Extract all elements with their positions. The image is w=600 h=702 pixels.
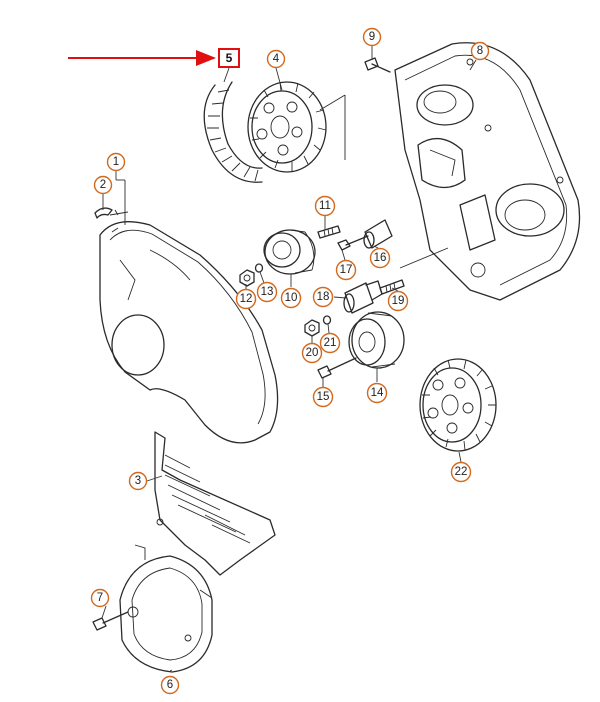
callout-15[interactable]: 15 xyxy=(312,386,334,408)
callout-label-1: 1 xyxy=(113,156,119,168)
callout-21[interactable]: 21 xyxy=(319,332,341,354)
spacer-18 xyxy=(343,280,383,314)
crankshaft-sprocket xyxy=(419,358,497,452)
idler-pulley xyxy=(348,311,405,369)
bolt-7 xyxy=(92,611,129,631)
callout-label-10: 10 xyxy=(285,292,298,304)
stud-11 xyxy=(317,225,341,239)
lower-slotted-cover xyxy=(154,431,276,576)
callout-label-21: 21 xyxy=(324,337,337,349)
callout-label-2: 2 xyxy=(100,179,106,191)
callout-label-17: 17 xyxy=(340,264,353,276)
callout-7[interactable]: 7 xyxy=(90,588,110,608)
callout-22[interactable]: 22 xyxy=(450,461,472,483)
callout-14[interactable]: 14 xyxy=(366,382,388,404)
callout-12[interactable]: 12 xyxy=(235,288,257,310)
callout-label-7: 7 xyxy=(97,592,103,604)
callout-label-6: 6 xyxy=(167,679,173,691)
callout-10[interactable]: 10 xyxy=(280,287,302,309)
callout-1[interactable]: 1 xyxy=(106,152,126,172)
callout-17[interactable]: 17 xyxy=(335,259,357,281)
callout-18[interactable]: 18 xyxy=(312,286,334,308)
callout-6[interactable]: 6 xyxy=(160,675,180,695)
callout-label-5: 5 xyxy=(226,51,233,65)
callout-5-highlighted[interactable]: 5 xyxy=(218,48,240,68)
callout-19[interactable]: 19 xyxy=(387,290,409,312)
front-timing-cover xyxy=(99,180,279,444)
bolt-15 xyxy=(317,357,357,379)
callout-label-8: 8 xyxy=(477,45,483,57)
callout-2[interactable]: 2 xyxy=(93,175,113,195)
callout-label-16: 16 xyxy=(374,252,387,264)
callout-label-19: 19 xyxy=(392,295,405,307)
callout-label-13: 13 xyxy=(261,286,274,298)
callout-13[interactable]: 13 xyxy=(256,281,278,303)
sleeve-16 xyxy=(363,219,393,249)
nut-12 xyxy=(239,269,255,287)
washer-21 xyxy=(322,315,332,325)
bolt-9 xyxy=(364,57,391,73)
callout-label-15: 15 xyxy=(317,391,330,403)
callout-8[interactable]: 8 xyxy=(470,41,490,61)
callout-label-14: 14 xyxy=(371,387,384,399)
rear-timing-cover xyxy=(394,42,581,301)
callout-4[interactable]: 4 xyxy=(266,49,286,69)
tensioner-pulley xyxy=(263,229,316,275)
callout-11[interactable]: 11 xyxy=(314,195,336,217)
callout-16[interactable]: 16 xyxy=(369,247,391,269)
callout-label-3: 3 xyxy=(135,475,141,487)
callout-label-18: 18 xyxy=(317,291,330,303)
callout-label-4: 4 xyxy=(273,53,280,65)
stud-19 xyxy=(379,279,405,295)
callout-label-22: 22 xyxy=(455,466,468,478)
clip-2 xyxy=(94,207,113,219)
camshaft-sprocket xyxy=(247,81,346,173)
bolt-17 xyxy=(337,235,369,251)
timing-belt xyxy=(203,81,263,183)
callout-20[interactable]: 20 xyxy=(301,342,323,364)
nut-20 xyxy=(304,319,320,337)
backing-plate xyxy=(119,544,213,673)
callout-9[interactable]: 9 xyxy=(362,27,382,47)
callout-label-12: 12 xyxy=(240,293,253,305)
callout-label-9: 9 xyxy=(369,31,375,43)
callout-3[interactable]: 3 xyxy=(128,471,148,491)
washer-13 xyxy=(254,263,264,273)
callout-label-11: 11 xyxy=(319,200,331,212)
callout-label-20: 20 xyxy=(306,347,319,359)
leader-lines xyxy=(101,46,477,672)
